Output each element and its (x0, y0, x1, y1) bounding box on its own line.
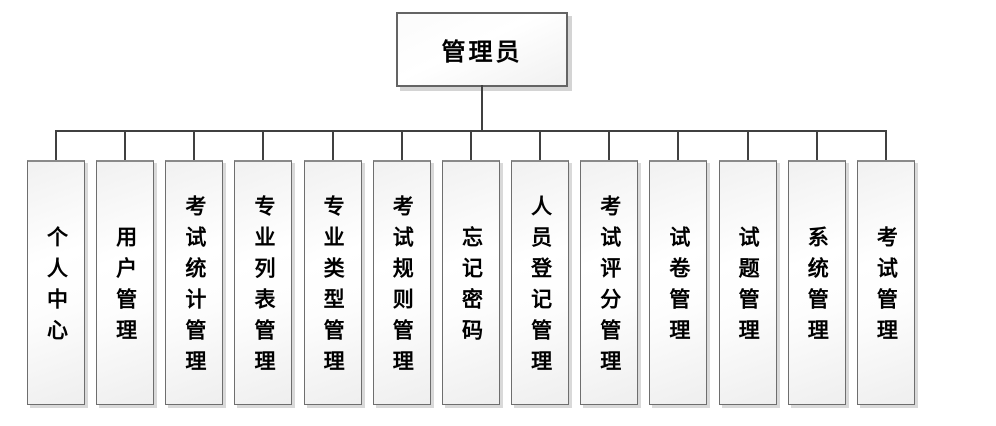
node-label: 试题管理 (736, 226, 761, 350)
stub-connector (469, 132, 472, 160)
node-box: 忘记密码 (441, 160, 500, 405)
branch-major-type-management: 专业类型管理 (303, 132, 362, 405)
branch-major-list-management: 专业列表管理 (234, 132, 293, 405)
bus-connector (55, 130, 887, 132)
stub-connector (539, 132, 542, 160)
branch-exam-rules-management: 考试规则管理 (372, 132, 431, 405)
node-label: 人员登记管理 (528, 195, 553, 381)
children-row: 个人中心 用户管理 考试统计管理 专业列表管理 专业类型管理 (27, 132, 915, 405)
node-label: 专业列表管理 (251, 195, 276, 381)
branch-user-management: 用户管理 (96, 132, 155, 405)
node-box: 个人中心 (27, 160, 85, 405)
branch-system-management: 系统管理 (787, 132, 846, 405)
stub-connector (193, 132, 196, 160)
node-box: 考试规则管理 (372, 160, 431, 405)
branch-exam-management: 考试管理 (856, 132, 915, 405)
branch-forgot-password: 忘记密码 (441, 132, 500, 405)
branch-personnel-registration-management: 人员登记管理 (511, 132, 570, 405)
stub-connector (677, 132, 680, 160)
root-node-admin: 管理员 (396, 12, 568, 87)
branch-test-question-management: 试题管理 (718, 132, 777, 405)
stub-connector (124, 132, 127, 160)
node-label: 考试评分管理 (597, 195, 622, 381)
node-box: 系统管理 (787, 160, 846, 405)
stub-connector (746, 132, 749, 160)
node-label: 用户管理 (113, 226, 138, 350)
node-label: 考试统计管理 (182, 195, 207, 381)
node-label: 个人中心 (44, 226, 69, 350)
node-box: 试卷管理 (649, 160, 708, 405)
node-box: 用户管理 (96, 160, 155, 405)
stub-connector (608, 132, 611, 160)
node-box: 人员登记管理 (511, 160, 570, 405)
node-box: 试题管理 (718, 160, 777, 405)
stub-connector (55, 132, 57, 160)
node-label: 忘记密码 (459, 226, 484, 350)
stub-connector (884, 132, 887, 160)
node-box: 专业类型管理 (303, 160, 362, 405)
node-box: 考试管理 (856, 160, 915, 405)
branch-test-paper-management: 试卷管理 (649, 132, 708, 405)
trunk-connector (481, 85, 483, 132)
node-label: 考试管理 (874, 226, 899, 350)
stub-connector (400, 132, 403, 160)
node-label: 试卷管理 (666, 226, 691, 350)
stub-connector (262, 132, 265, 160)
node-box: 考试统计管理 (165, 160, 224, 405)
node-label: 系统管理 (805, 226, 830, 350)
node-label: 考试规则管理 (390, 195, 415, 381)
branch-exam-scoring-management: 考试评分管理 (580, 132, 639, 405)
node-box: 考试评分管理 (580, 160, 639, 405)
branch-personal-center: 个人中心 (27, 132, 85, 405)
stub-connector (815, 132, 818, 160)
node-box: 专业列表管理 (234, 160, 293, 405)
root-node-label: 管理员 (441, 38, 523, 66)
branch-exam-statistics-management: 考试统计管理 (165, 132, 224, 405)
stub-connector (331, 132, 334, 160)
node-label: 专业类型管理 (321, 195, 346, 381)
